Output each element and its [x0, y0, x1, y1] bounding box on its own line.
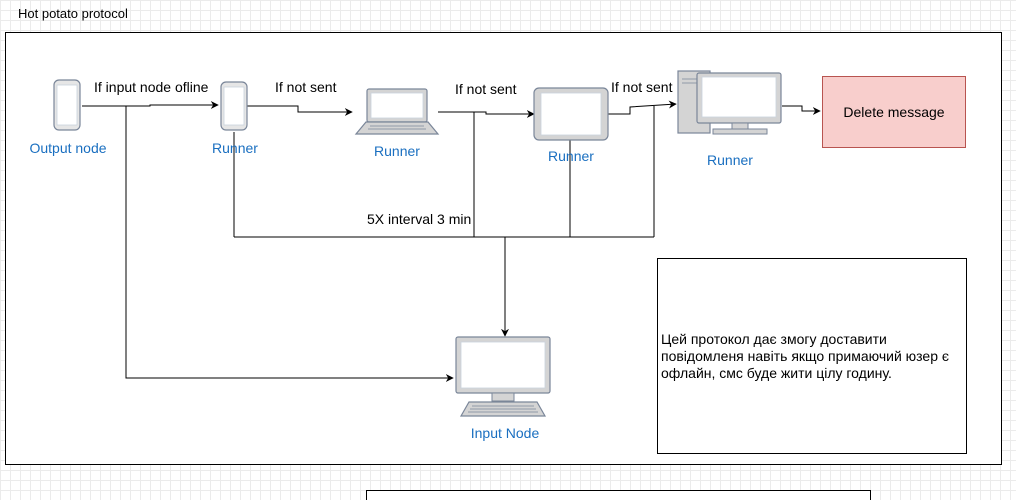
note-text: Цей протокол дає змогу доставити повідом…: [661, 330, 950, 381]
edge-runner2-to-runner3: [438, 110, 535, 118]
laptop-icon: [354, 88, 440, 135]
runner-4-label: Runner: [707, 152, 753, 168]
monitor-icon: [455, 336, 551, 417]
phone-icon: [220, 81, 248, 131]
desktop-tower-icon: [677, 70, 782, 135]
runner-1-label: Runner: [212, 140, 258, 156]
runner-3-label: Runner: [548, 148, 594, 164]
runner-2-label: Runner: [374, 143, 420, 159]
edge-label-not-sent-1: If not sent: [274, 79, 338, 95]
edge-output-to-runner1: [82, 101, 219, 109]
edge-label-retry-interval: 5X interval 3 min: [366, 211, 473, 227]
input-node-label: Input Node: [470, 425, 540, 441]
edge-label-input-offline: If input node ofline: [93, 79, 210, 95]
edge-runner1-to-runner2: [247, 105, 353, 116]
diagram-title: Hot potato protocol: [18, 6, 128, 21]
edge-output-to-input: [125, 106, 454, 382]
note-box: Цей протокол дає змогу доставити повідом…: [657, 258, 967, 454]
offscreen-shape: [366, 490, 871, 500]
delete-message-box: Delete message: [822, 76, 966, 148]
tablet-icon: [533, 87, 609, 141]
phone-icon: [53, 79, 81, 131]
edge-label-not-sent-3: If not sent: [610, 79, 674, 95]
delete-message-label: Delete message: [843, 104, 945, 120]
output-node-label: Output node: [29, 140, 107, 156]
edge-runner3-to-runner4: [608, 100, 677, 115]
edge-label-not-sent-2: If not sent: [454, 81, 518, 97]
edge-runner4-to-delete: [782, 105, 821, 115]
